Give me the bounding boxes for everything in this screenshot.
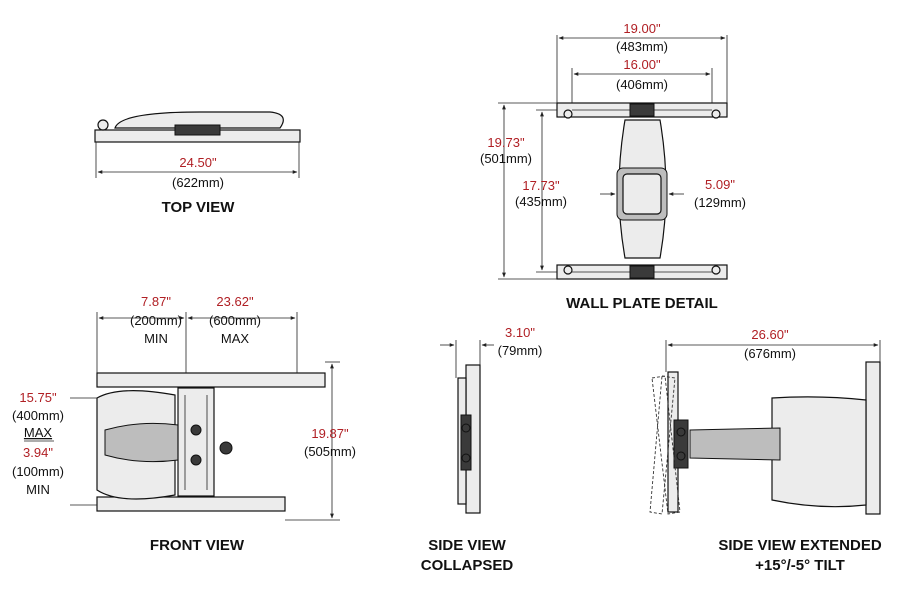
front-vmin-label: MIN (26, 482, 50, 497)
side-extended-title-line1: SIDE VIEW EXTENDED (718, 537, 882, 554)
front-view-top-rail (96, 372, 326, 388)
top-view: 24.50" (622mm) TOP VIEW (94, 111, 301, 216)
front-max-width-mm: (600mm) (209, 313, 261, 328)
side-extended-arm (689, 427, 781, 461)
front-view-title: FRONT VIEW (150, 537, 245, 554)
wall-inner-width-mm: (406mm) (616, 77, 668, 92)
top-view-pivot (97, 119, 109, 131)
wall-outer-width-inches: 19.00" (623, 21, 661, 36)
side-collapsed-view: 3.10" (79mm) SIDE VIEW COLLAPSED (421, 325, 543, 574)
wall-box-width-inches: 5.09" (705, 177, 735, 192)
front-vmin-inches: 3.94" (23, 445, 53, 460)
front-view: 7.87" (200mm) MIN 23.62" (600mm) MAX 15.… (12, 294, 356, 554)
side-collapsed-title-line2: COLLAPSED (421, 557, 514, 574)
side-extended-depth-mm: (676mm) (744, 346, 796, 361)
front-min-width-inches: 7.87" (141, 294, 171, 309)
side-extended-arm-housing (771, 396, 867, 508)
front-vmax-label: MAX (24, 425, 53, 440)
wall-plate-bottom-bracket (629, 265, 655, 279)
front-height-mm: (505mm) (304, 444, 356, 459)
side-collapsed-depth-mm: (79mm) (498, 343, 543, 358)
front-vmin-mm: (100mm) (12, 464, 64, 479)
wall-inner-height-mm: (435mm) (515, 194, 567, 209)
front-vmax-inches: 15.75" (19, 390, 57, 405)
wall-outer-height-mm: (501mm) (480, 151, 532, 166)
wall-plate-view: 19.00" (483mm) 16.00" (406mm) 19.73" (50… (480, 21, 746, 312)
side-extended-wall-plate (865, 361, 881, 515)
top-width-mm: (622mm) (172, 175, 224, 190)
front-height-inches: 19.87" (311, 426, 349, 441)
front-max-width-inches: 23.62" (216, 294, 254, 309)
side-extended-view: 26.60" (676mm) SIDE VIEW EXTENDED +15°/-… (649, 327, 882, 574)
wall-plate-bolt (563, 109, 573, 119)
wall-plate-title: WALL PLATE DETAIL (566, 295, 718, 312)
wall-outer-width-mm: (483mm) (616, 39, 668, 54)
front-view-bottom-rail (96, 496, 286, 512)
wall-outer-height-inches: 19.73" (487, 135, 525, 150)
side-extended-tilt-up-outline (651, 375, 681, 515)
wall-plate-bolt (711, 109, 721, 119)
side-collapsed-depth-inches: 3.10" (505, 325, 535, 340)
top-view-arm-hub (174, 124, 221, 136)
top-view-title: TOP VIEW (162, 199, 236, 216)
top-width-inches: 24.50" (179, 155, 217, 170)
top-view-screen-plate (114, 111, 284, 129)
front-min-label: MIN (144, 331, 168, 346)
front-max-label: MAX (221, 331, 250, 346)
wall-inner-width-inches: 16.00" (623, 57, 661, 72)
side-extended-title-line2: +15°/-5° TILT (755, 557, 845, 574)
front-min-width-mm: (200mm) (130, 313, 182, 328)
side-extended-tilt-down-outline (649, 375, 676, 515)
side-collapsed-title-line1: SIDE VIEW (428, 537, 506, 554)
front-view-spine (177, 387, 215, 497)
side-extended-depth-inches: 26.60" (751, 327, 789, 342)
front-vmax-mm: (400mm) (12, 408, 64, 423)
wall-inner-height-inches: 17.73" (522, 178, 560, 193)
wall-plate-top-bracket (629, 103, 655, 117)
wall-plate-bolt (711, 265, 721, 275)
wall-box-width-mm: (129mm) (694, 195, 746, 210)
wall-plate-bolt (563, 265, 573, 275)
